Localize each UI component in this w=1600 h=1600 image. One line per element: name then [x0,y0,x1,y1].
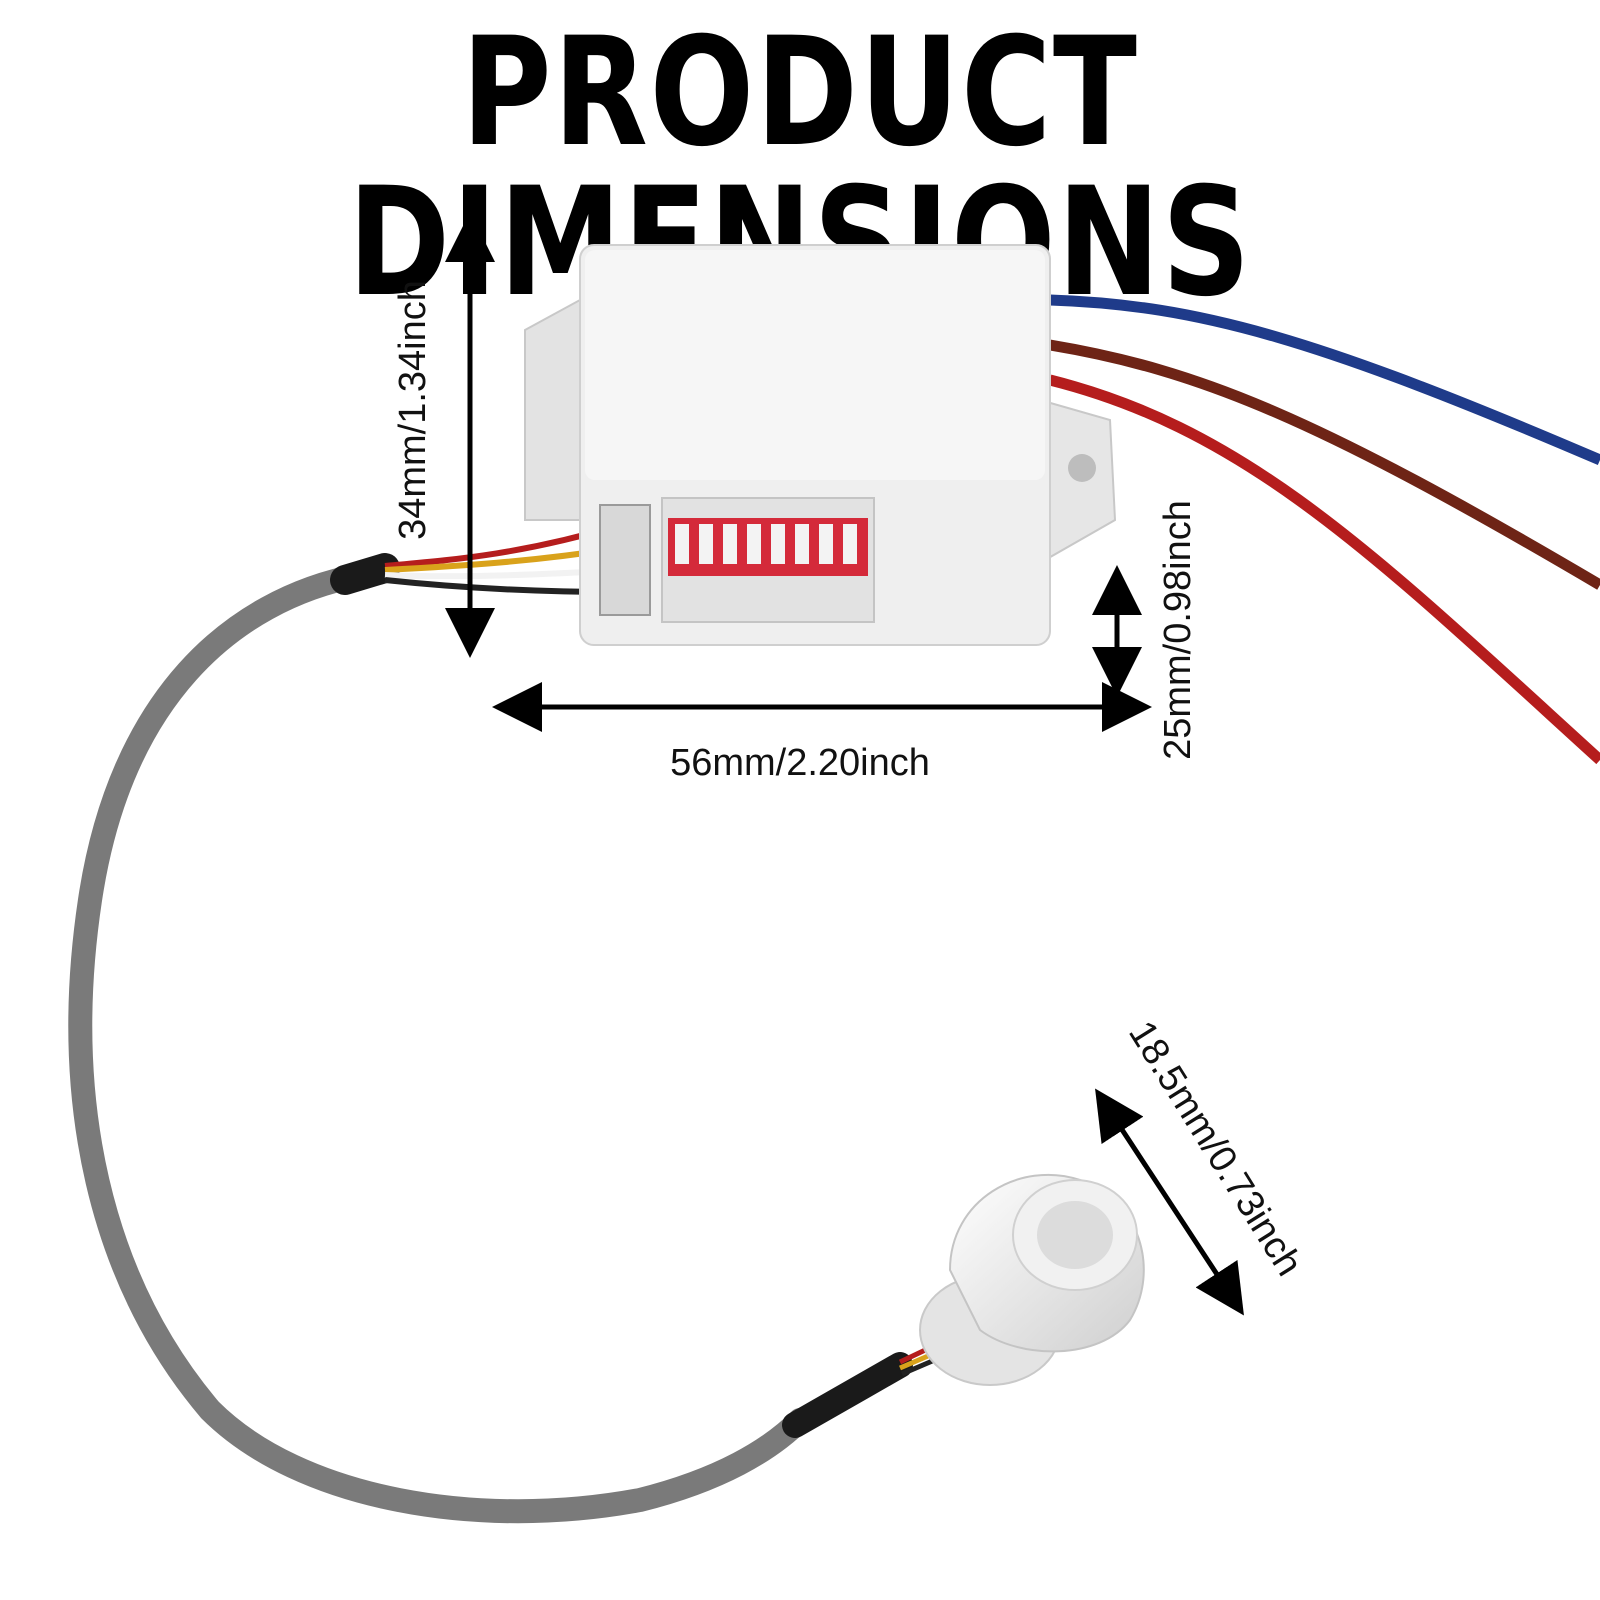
pir-sensor-head [919,1173,1145,1386]
width-label: 56mm/2.20inch [670,742,930,784]
connector-block [599,504,651,616]
double-arrow-icon [1095,1088,1244,1316]
motion-sensor-module [524,244,1117,646]
mains-wires [1048,294,1600,765]
dip-switch-block [668,518,868,576]
cable-sleeve-bottom [782,1352,913,1438]
depth-label: 25mm/0.98inch [1157,500,1199,760]
page-title: PRODUCT DIMENSIONS [347,6,1253,330]
height-label: 34mm/1.34inch [392,280,434,540]
cable-sleeve-top [330,553,400,595]
sensor-diameter-label: 18.5mm/0.73inch [1120,1014,1310,1283]
sensor-cable [68,563,812,1524]
